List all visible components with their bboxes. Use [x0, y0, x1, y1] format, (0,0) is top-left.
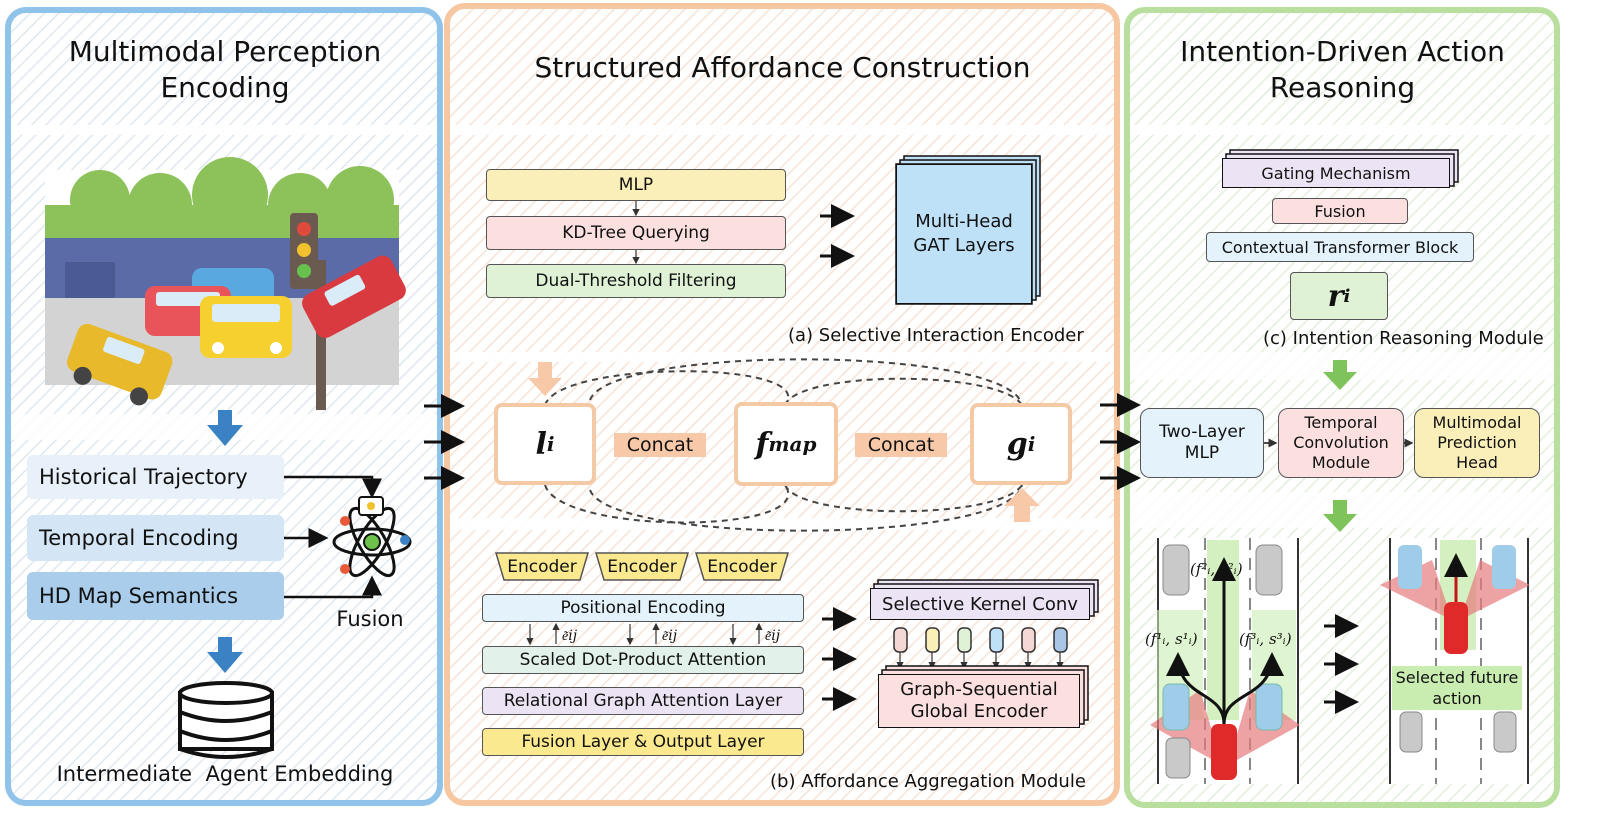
- fusion-atom-icon: [332, 496, 412, 578]
- encoder-2: Encoder: [607, 556, 677, 577]
- feature-hd-map-semantics: HD Map Semantics: [27, 572, 284, 620]
- middle-panel-title: Structured Affordance Construction: [534, 51, 1031, 84]
- right-panel-title: Intention-Driven Action Reasoning: [1180, 35, 1505, 104]
- fusion-output-layer-block: Fusion Layer & Output Layer: [482, 728, 804, 756]
- scaled-dot-product-block: Scaled Dot-Product Attention: [482, 646, 804, 674]
- mlp-block: MLP: [486, 169, 786, 201]
- svg-text:e͂ij: e͂ij: [662, 628, 678, 644]
- graph-sequential-encoder-block: Graph-Sequential Global Encoder: [878, 674, 1080, 728]
- mode-labels: (f²ᵢ, s²ᵢ) (f¹ᵢ, s¹ᵢ) (f³ᵢ, s³ᵢ): [1145, 560, 1292, 648]
- encoder-1: Encoder: [507, 556, 577, 577]
- contextual-transformer-block: Contextual Transformer Block: [1206, 232, 1474, 262]
- caption-b: (b) Affordance Aggregation Module: [770, 771, 1086, 792]
- fusion-label: Fusion: [336, 607, 404, 631]
- road-scene-left: [1150, 538, 1300, 784]
- database-icon: [178, 681, 274, 759]
- road-scene-right: [1380, 538, 1530, 784]
- kd-tree-block: KD-Tree Querying: [486, 216, 786, 250]
- svg-text:e͂ij: e͂ij: [765, 628, 781, 644]
- feature-temporal-encoding: Temporal Encoding: [27, 515, 284, 561]
- gating-mechanism-block: Gating Mechanism: [1222, 158, 1450, 188]
- left-panel-title: Multimodal Perception Encoding: [68, 35, 382, 104]
- down-arrow-icon: [1323, 500, 1357, 532]
- traffic-scene-illustration: [45, 157, 406, 410]
- temporal-convolution-block: Temporal Convolution Module: [1278, 408, 1404, 478]
- concat-label-1: Concat: [614, 433, 706, 457]
- down-arrow-icon: [207, 410, 243, 446]
- concat-label-2: Concat: [855, 433, 947, 457]
- svg-text:(f¹ᵢ, s¹ᵢ): (f¹ᵢ, s¹ᵢ): [1145, 630, 1198, 648]
- embedding-label: Intermediate Agent Embedding: [56, 762, 394, 786]
- positional-encoding-block: Positional Encoding: [482, 594, 804, 622]
- svg-text:(f³ᵢ, s³ᵢ): (f³ᵢ, s³ᵢ): [1239, 630, 1292, 648]
- gat-layers-block: Multi-Head GAT Layers: [896, 164, 1032, 304]
- svg-text:e͂ij: e͂ij: [562, 628, 578, 644]
- svg-text:(f²ᵢ, s²ᵢ): (f²ᵢ, s²ᵢ): [1190, 560, 1243, 578]
- selected-future-action-label: Selected future action: [1392, 666, 1522, 710]
- multimodal-prediction-head-block: Multimodal Prediction Head: [1414, 408, 1540, 478]
- down-arrow-icon: [207, 637, 243, 673]
- dashed-connections: [544, 358, 1023, 532]
- down-arrow-icon: [528, 362, 562, 396]
- encoder-3: Encoder: [707, 556, 777, 577]
- up-arrow-icon: [1004, 488, 1040, 522]
- down-arrow-icon: [1323, 360, 1357, 390]
- dual-threshold-block: Dual-Threshold Filtering: [486, 264, 786, 298]
- relational-graph-attention-block: Relational Graph Attention Layer: [482, 687, 804, 715]
- caption-c: (c) Intention Reasoning Module: [1263, 328, 1544, 349]
- fusion-block: Fusion: [1272, 198, 1408, 224]
- caption-a: (a) Selective Interaction Encoder: [788, 325, 1084, 346]
- two-layer-mlp-block: Two-Layer MLP: [1140, 408, 1264, 478]
- selective-kernel-block: Selective Kernel Conv: [870, 588, 1090, 620]
- feature-historical-trajectory: Historical Trajectory: [27, 455, 284, 499]
